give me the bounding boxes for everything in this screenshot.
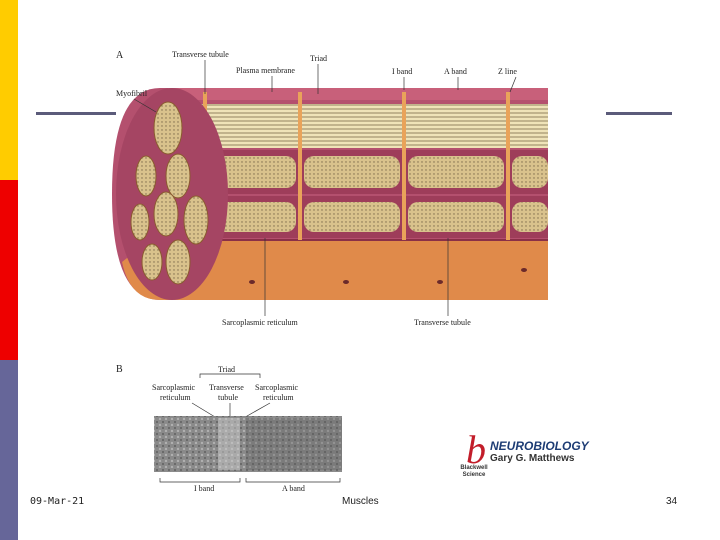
accent-bar-blue bbox=[0, 360, 18, 540]
label-sarcoplasmic-reticulum-a: Sarcoplasmic reticulum bbox=[222, 318, 299, 327]
panel-a-label: A bbox=[116, 50, 124, 61]
accent-bar-yellow bbox=[0, 0, 18, 180]
logo-publisher: Blackwell Science bbox=[452, 465, 496, 479]
label-triad-b: Triad bbox=[218, 365, 235, 374]
label-sr-right-1: Sarcoplasmic bbox=[255, 383, 299, 392]
footer-title: Muscles bbox=[342, 496, 379, 507]
myofibril-top bbox=[168, 104, 548, 148]
label-sr-left-1: Sarcoplasmic bbox=[152, 383, 196, 392]
label-z-line: Z line bbox=[498, 67, 517, 76]
title-rule-right bbox=[606, 112, 672, 115]
footer-date: 09-Mar-21 bbox=[30, 496, 85, 507]
logo-publisher-line2: Science bbox=[462, 472, 486, 478]
label-transverse-tubule-bottom: Transverse tubule bbox=[414, 318, 471, 327]
label-tt-1: Transverse bbox=[209, 383, 244, 392]
label-myofibril: Myofibril bbox=[116, 89, 148, 98]
logo-author: Gary G. Matthews bbox=[490, 453, 575, 464]
label-a-band-a: A band bbox=[444, 67, 467, 76]
panel-b-label: B bbox=[116, 364, 123, 375]
publisher-logo-mark: b bbox=[466, 427, 486, 472]
label-transverse-tubule-top: Transverse tubule bbox=[172, 50, 229, 59]
label-tt-2: tubule bbox=[218, 393, 238, 402]
accent-bar-red bbox=[0, 180, 18, 360]
label-triad-a: Triad bbox=[310, 54, 327, 63]
label-sr-right-2: reticulum bbox=[263, 393, 294, 402]
logo-title: NEUROBIOLOGY bbox=[490, 439, 589, 453]
slide-number: 34 bbox=[666, 496, 678, 507]
label-plasma-membrane: Plasma membrane bbox=[236, 66, 295, 75]
sarcolemma-layer bbox=[122, 240, 548, 300]
label-i-band-a: I band bbox=[392, 67, 412, 76]
logo-publisher-line1: Blackwell bbox=[460, 465, 488, 471]
label-sr-left-2: reticulum bbox=[160, 393, 191, 402]
electron-micrograph bbox=[154, 416, 342, 472]
panel-a-illustration bbox=[112, 88, 548, 300]
plasma-membrane-band bbox=[168, 88, 548, 100]
label-a-band-b: A band bbox=[282, 484, 305, 493]
label-i-band-b: I band bbox=[194, 484, 214, 493]
panel-a-leader-lines bbox=[133, 60, 517, 316]
title-rule-left bbox=[36, 112, 116, 115]
